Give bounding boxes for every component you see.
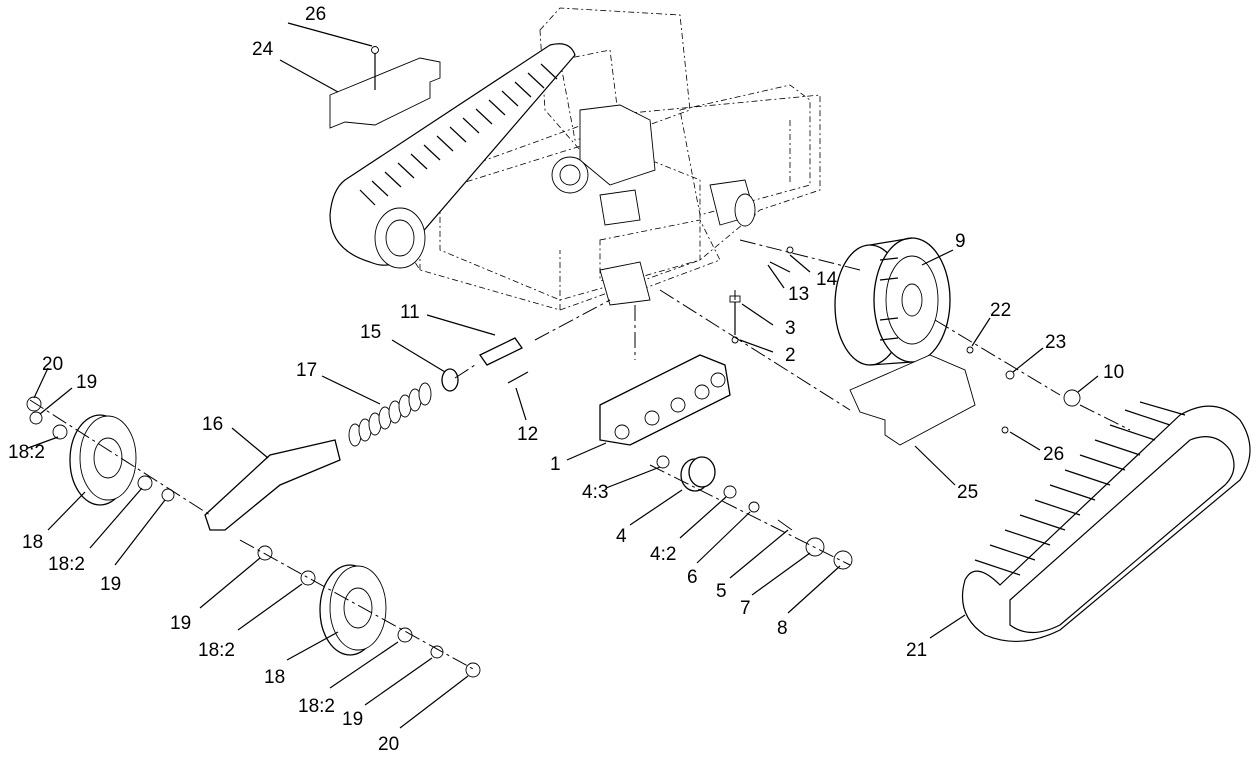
callout-18-upper: 18 [22, 532, 43, 553]
callout-2: 2 [785, 345, 796, 366]
callout-17: 17 [296, 360, 317, 381]
assembly-axes [29, 239, 1131, 671]
part-18-idler-wheel-lower [319, 564, 387, 656]
callout-19-bottom: 19 [342, 709, 363, 730]
callout-18-2-upper: 18:2 [8, 442, 45, 463]
callout-25: 25 [957, 482, 978, 503]
track-cleats [974, 401, 1186, 576]
callout-16: 16 [202, 414, 223, 435]
part-16-idler-arm [204, 439, 341, 531]
part-26-screw-top [371, 46, 379, 90]
callout-10: 10 [1103, 362, 1124, 383]
callout-12: 12 [517, 424, 538, 445]
part-24-shield [329, 57, 441, 129]
leader-lines [27, 22, 1099, 729]
callout-19-top: 19 [76, 372, 97, 393]
callout-19-mid: 19 [100, 574, 121, 595]
callout-18-2-bottom: 18:2 [298, 696, 335, 717]
part-11-rod [479, 337, 523, 366]
callout-13: 13 [788, 284, 809, 305]
callout-9: 9 [955, 231, 966, 252]
part-4-roller-set [656, 455, 853, 570]
callout-14: 14 [816, 269, 838, 290]
callout-18-lower: 18 [264, 667, 285, 688]
hardware-upper-left [26, 396, 175, 502]
callout-18-2-lower: 18:2 [198, 640, 235, 661]
callout-4-3: 4:3 [582, 482, 608, 503]
callout-24: 24 [252, 39, 274, 60]
callout-11: 11 [400, 302, 420, 323]
rear-track-assembly [329, 43, 576, 269]
part-15-bushing [441, 368, 459, 392]
callout-labels: 26 24 9 14 13 11 3 2 22 23 15 10 20 19 1… [8, 4, 1124, 755]
callout-22: 22 [990, 300, 1011, 321]
callout-8: 8 [777, 618, 788, 639]
chassis-frame [374, 7, 821, 311]
part-9-drive-sprocket [834, 237, 951, 366]
callout-20-top: 20 [42, 354, 63, 375]
callout-18-2-mid: 18:2 [48, 554, 85, 575]
part-1-roller-bracket [599, 354, 731, 446]
callout-20-bottom: 20 [378, 734, 399, 755]
part-18-idler-wheel-upper [69, 414, 137, 506]
part-12-pin [507, 371, 529, 384]
callout-3: 3 [785, 318, 796, 339]
callout-19-lower-left: 19 [170, 613, 191, 634]
part-21-track [961, 401, 1251, 643]
part-25-shield [849, 354, 976, 446]
callout-21: 21 [906, 640, 927, 661]
callout-15: 15 [360, 322, 381, 343]
callout-4: 4 [616, 526, 627, 547]
callout-26-top: 26 [305, 4, 326, 25]
callout-1: 1 [550, 454, 561, 475]
callout-6: 6 [687, 567, 698, 588]
callout-26-right: 26 [1043, 444, 1064, 465]
part-17-spring [348, 382, 432, 447]
hardware-lower [257, 545, 481, 678]
rear-track-cleats [359, 63, 558, 206]
callout-4-2: 4:2 [650, 544, 676, 565]
callout-5: 5 [716, 581, 727, 602]
callout-7: 7 [740, 598, 751, 619]
callout-23: 23 [1045, 332, 1066, 353]
